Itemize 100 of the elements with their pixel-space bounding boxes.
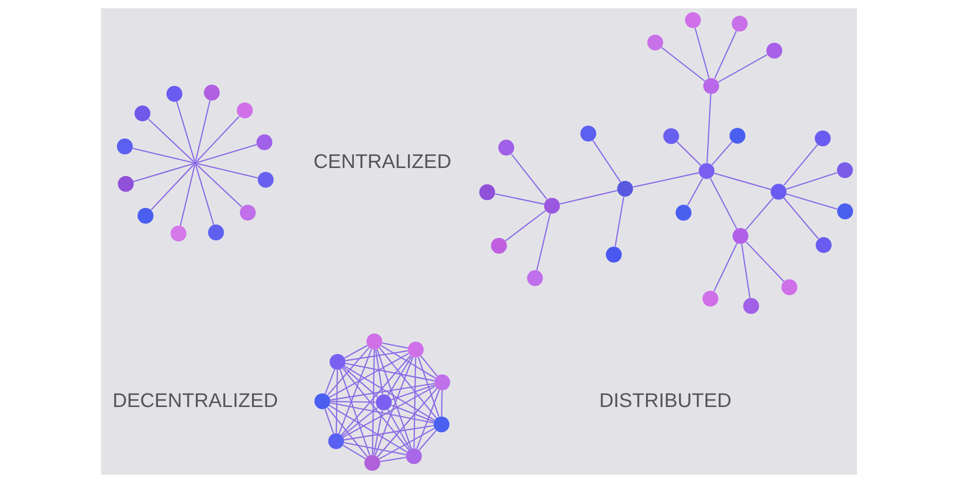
- connector: [132, 163, 193, 182]
- label: DISTRIBUTED: [598, 390, 732, 412]
- node-circle: [780, 279, 797, 296]
- node-circle: [116, 138, 132, 154]
- node-point: [192, 161, 196, 165]
- connector: [510, 154, 547, 200]
- node-circle: [702, 290, 718, 307]
- connector: [330, 402, 434, 424]
- connector: [786, 193, 837, 210]
- connector: [374, 349, 383, 394]
- connector: [494, 193, 544, 205]
- node-circle: [257, 172, 274, 188]
- connector: [148, 118, 194, 162]
- connector: [328, 352, 408, 398]
- connector: [378, 428, 434, 460]
- node-circle: [375, 394, 392, 410]
- connector: [592, 140, 621, 182]
- connector: [386, 409, 410, 450]
- connector: [372, 410, 382, 455]
- connector: [327, 347, 369, 396]
- node-circle: [770, 184, 786, 200]
- connector: [342, 368, 409, 450]
- node-circle: [836, 203, 853, 220]
- node-circle: [364, 454, 380, 471]
- connector: [132, 148, 193, 164]
- connector: [714, 172, 771, 190]
- connector: [324, 369, 335, 394]
- node-circle: [742, 298, 759, 314]
- connector: [417, 357, 439, 417]
- node-circle: [117, 176, 134, 192]
- node-circle: [434, 374, 450, 390]
- connector: [390, 404, 434, 422]
- connector: [196, 144, 256, 164]
- node-circle: [815, 237, 832, 253]
- connector: [712, 242, 738, 292]
- connector: [340, 355, 410, 436]
- connector: [339, 369, 370, 456]
- connector: [420, 356, 438, 376]
- connector: [338, 348, 372, 434]
- connector: [326, 407, 368, 457]
- connector: [614, 196, 624, 247]
- connector: [179, 164, 195, 226]
- node-circle: [662, 128, 679, 144]
- connector: [371, 349, 374, 455]
- node-circle: [766, 42, 782, 59]
- connector: [686, 178, 703, 206]
- connector: [745, 241, 784, 282]
- node-circle: [580, 126, 596, 142]
- connector: [328, 404, 407, 452]
- connector: [718, 54, 767, 82]
- connector: [380, 345, 435, 379]
- node-circle: [329, 354, 345, 370]
- node-circle: [732, 228, 748, 244]
- connector: [330, 383, 434, 401]
- connector: [559, 190, 617, 204]
- connector: [382, 342, 408, 349]
- connector: [660, 46, 705, 82]
- node-circle: [236, 102, 252, 118]
- node-circle: [490, 238, 506, 254]
- connector: [345, 350, 408, 362]
- connector: [194, 164, 214, 225]
- connector: [706, 94, 711, 163]
- node-circle: [407, 342, 424, 358]
- node-circle: [684, 12, 700, 28]
- connector: [440, 390, 442, 416]
- node-circle: [137, 208, 153, 224]
- connector: [412, 358, 416, 448]
- node-circle: [836, 162, 852, 178]
- node-circle: [526, 270, 542, 286]
- connector: [711, 141, 732, 166]
- node-circle: [433, 416, 449, 432]
- connector: [196, 162, 258, 178]
- connector: [344, 366, 434, 421]
- connector: [376, 349, 412, 449]
- node-circle: [731, 16, 748, 32]
- connector: [380, 456, 406, 462]
- connector: [324, 408, 334, 434]
- connector: [782, 197, 818, 240]
- node-circle: [366, 334, 382, 350]
- connector: [709, 178, 737, 230]
- connector: [335, 370, 338, 433]
- connector: [196, 116, 240, 162]
- node-circle: [208, 224, 224, 240]
- connector: [344, 344, 368, 358]
- node-circle: [256, 134, 272, 150]
- node-circle: [498, 140, 514, 156]
- node-circle: [616, 180, 633, 197]
- node-circle: [166, 86, 182, 102]
- connector: [374, 356, 413, 456]
- connector: [714, 30, 736, 79]
- connector: [504, 210, 546, 242]
- node-circle: [478, 184, 495, 200]
- connector: [330, 400, 376, 403]
- node-circle: [544, 198, 560, 214]
- node-circle: [646, 34, 663, 50]
- connector: [783, 144, 818, 186]
- connector: [536, 213, 550, 270]
- label: DECENTRALIZED: [112, 390, 278, 412]
- connector: [378, 347, 436, 419]
- connector: [342, 444, 366, 460]
